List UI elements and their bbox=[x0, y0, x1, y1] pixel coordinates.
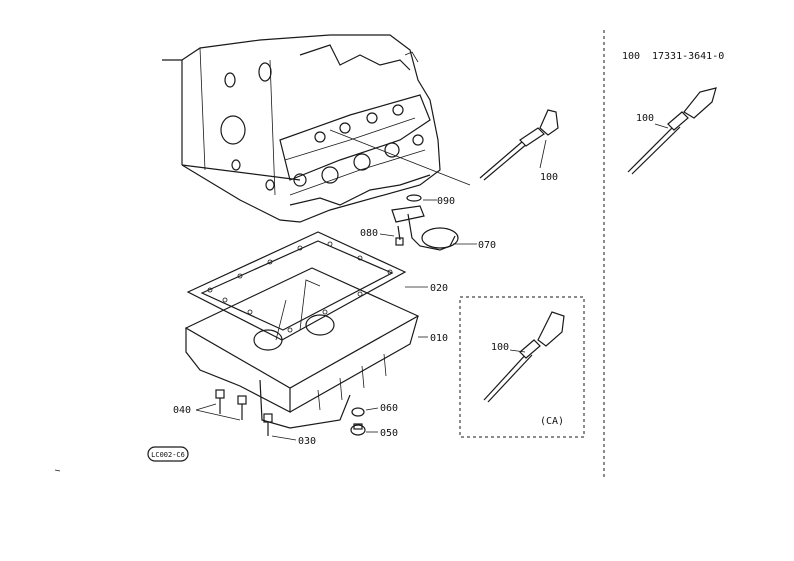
inset-ca-box bbox=[459, 296, 585, 438]
dipstick-main bbox=[479, 109, 559, 181]
header-part-number: 17331-3641-0 bbox=[652, 51, 724, 62]
callout-090: 090 bbox=[437, 196, 455, 207]
callout-030: 030 bbox=[298, 436, 316, 447]
callout-020: 020 bbox=[430, 283, 448, 294]
callout-100-main: 100 bbox=[540, 172, 558, 183]
inset-label: (CA) bbox=[540, 416, 564, 427]
fasteners bbox=[195, 389, 379, 441]
dipstick-right bbox=[627, 87, 717, 175]
oil-pan-gasket bbox=[186, 231, 428, 341]
callout-070: 070 bbox=[478, 240, 496, 251]
figure-code: LC002-C6 bbox=[147, 446, 189, 462]
callout-040: 040 bbox=[173, 405, 191, 416]
callout-010: 010 bbox=[430, 333, 448, 344]
callout-100-right: 100 bbox=[636, 113, 654, 124]
callout-060: 060 bbox=[380, 403, 398, 414]
figure-code-text: LC002-C6 bbox=[151, 451, 185, 459]
oil-pan bbox=[184, 267, 428, 429]
header-ref: 100 bbox=[622, 51, 640, 62]
guide-pipe-assembly bbox=[379, 194, 477, 251]
stray-mark bbox=[54, 469, 61, 472]
callout-100-ca: 100 bbox=[491, 342, 509, 353]
engine-block bbox=[162, 34, 471, 223]
callout-080: 080 bbox=[360, 228, 378, 239]
callout-050: 050 bbox=[380, 428, 398, 439]
